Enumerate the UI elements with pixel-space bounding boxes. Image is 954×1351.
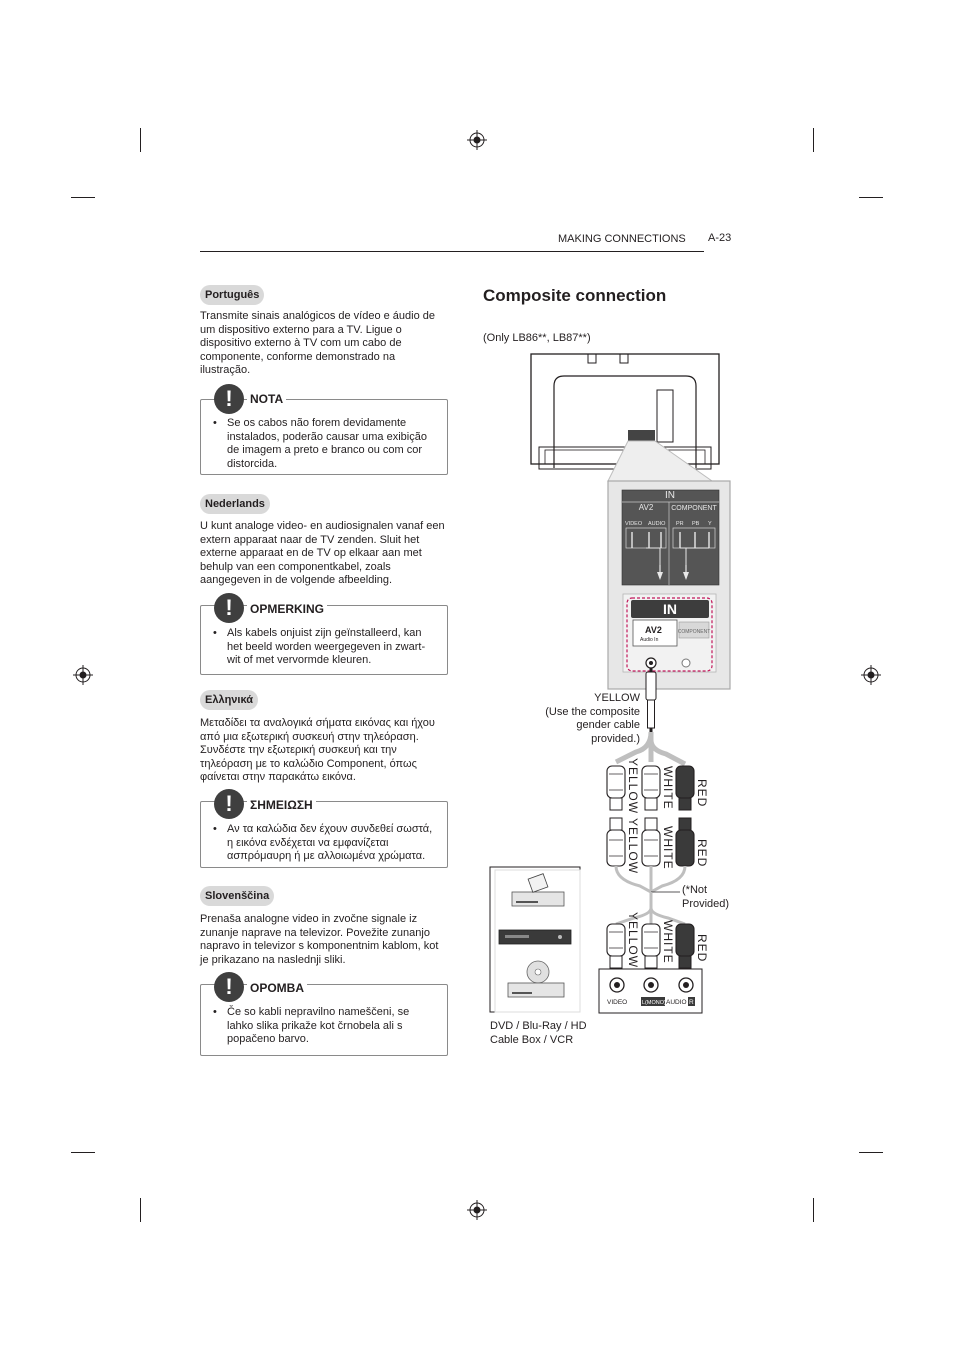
crop-mark [859,197,883,198]
zoom-av2-label: AV2 [645,625,662,635]
panel-pr-label: PR [676,521,684,527]
header-divider [200,251,704,252]
device-audio-label: AUDIO [666,999,687,1006]
vcr-device-icon [511,873,565,907]
connection-diagram: IN AV2 COMPONENT VIDEO AUDIO PR PB Y IN … [489,353,731,1014]
not-provided-line: (*Not [682,884,708,896]
device-caption: DVD / Blu-Ray / HD Cable Box / VCR [490,1020,587,1047]
bullet: • [213,823,217,835]
note-box-greek: ! ΣΗΜΕΙΩΣΗ • Αν τα καλώδια δεν έχουν συν… [200,789,448,868]
zoom-audio-in-label: Audio In [640,637,659,643]
rca-plug-icon [675,817,695,867]
zoom-component-label: COMPONENT [678,629,711,635]
exclamation-icon: ! [214,972,244,1002]
paragraph-slovenian: Prenaša analogne video in zvočne signale… [200,913,439,966]
note-text: Αν τα καλώδια δεν έχουν συνδεθεί σωστά, … [227,823,433,863]
cable-label-yellow: YELLOW [626,758,640,815]
crop-mark [71,1152,95,1153]
registration-mark-icon [861,665,881,685]
note-text: Če so kabli nepravilno nameščeni, se lah… [227,1006,410,1046]
language-tag-slovenian: Slovenščina [200,886,275,906]
rca-plug-icon [675,765,695,811]
cable-label-white: WHITE [661,920,675,964]
panel-audio-label: AUDIO [648,521,666,527]
rca-plug-icon [641,765,661,811]
bluray-device-icon [498,929,572,945]
language-tag-greek: Ελληνικά [200,690,258,710]
exclamation-icon: ! [214,593,244,623]
model-note: (Only LB86**, LB87**) [483,332,591,344]
note-body: • Če so kabli nepravilno nameščeni, se l… [213,1006,435,1047]
yellow-note-line: (Use the composite [545,705,640,718]
page-number: A-23 [708,232,732,244]
rca-plug-icon [641,817,661,867]
registration-mark-icon [467,130,487,150]
header-section-title: MAKING CONNECTIONS [558,233,686,245]
crop-mark [71,197,95,198]
cable-label-red: RED [695,934,709,963]
panel-pb-label: PB [692,521,700,527]
cable-label-red: RED [695,839,709,868]
device-caption-line: Cable Box / VCR [490,1033,574,1046]
device-mono-label: L(MONO) [642,1000,666,1006]
bullet: • [213,627,217,639]
registration-mark-icon [73,665,93,685]
registration-mark-icon [467,1200,487,1220]
rca-plug-icon [641,923,661,969]
exclamation-icon: ! [214,384,244,414]
page-title: Composite connection [483,286,667,305]
rca-plug-icon [606,765,626,811]
device-r-label: R [689,999,694,1006]
panel-y-label: Y [708,521,712,527]
rca-plug-icon [606,817,626,867]
bullet: • [213,1006,217,1018]
note-title: ΣΗΜΕΙΩΣΗ [247,798,316,812]
note-body: • Als kabels onjuist zijn geïnstalleerd,… [213,627,435,668]
note-body: • Se os cabos não forem devidamente inst… [213,417,435,471]
note-body: • Αν τα καλώδια δεν έχουν συνδεθεί σωστά… [213,823,435,864]
language-tag-portuguese: Português [200,285,265,305]
rca-plug-icon [606,923,626,969]
cable-label-red: RED [695,779,709,808]
note-box-slovenian: ! OPOMBA • Če so kabli nepravilno namešč… [200,972,448,1056]
panel-av2-label: AV2 [639,503,654,512]
yellow-note-line: YELLOW [594,692,640,704]
not-provided-note: (*Not Provided) [682,884,729,911]
paragraph-portuguese: Transmite sinais analógicos de vídeo e á… [200,310,436,377]
device-video-label: VIDEO [607,999,627,1006]
panel-video-label: VIDEO [625,521,643,527]
cable-label-white: WHITE [661,826,675,870]
crop-mark [813,128,814,152]
crop-mark [859,1152,883,1153]
dvd-device-icon [507,960,565,998]
panel-in-label: IN [665,490,675,501]
tv-back-illustration [530,353,720,470]
note-text: Als kabels onjuist zijn geïnstalleerd, k… [227,627,426,667]
note-box-portuguese: ! NOTA • Se os cabos não forem devidamen… [200,384,448,475]
bullet: • [213,417,217,429]
paragraph-greek: Μεταδίδει τα αναλογικά σήματα εικόνας κα… [200,717,435,784]
cable-label-yellow: YELLOW [626,912,640,969]
note-text: Se os cabos não forem devidamente instal… [227,417,427,470]
note-title: OPMERKING [247,602,328,616]
yellow-note-line: gender cable [576,719,640,732]
not-provided-line: Provided) [682,897,730,910]
cable-label-white: WHITE [661,766,675,810]
language-tag-dutch: Nederlands [200,494,270,514]
panel-component-label: COMPONENT [671,505,717,512]
yellow-note-line: provided.) [591,732,640,745]
note-title: NOTA [247,392,287,406]
crop-mark [813,1198,814,1222]
exclamation-icon: ! [214,789,244,819]
device-caption-line: DVD / Blu-Ray / HD [490,1020,587,1032]
note-title: OPOMBA [247,981,307,995]
note-box-dutch: ! OPMERKING • Als kabels onjuist zijn ge… [200,593,448,675]
yellow-cable-note: YELLOW (Use the composite gender cable p… [540,692,640,746]
cable-label-yellow: YELLOW [626,818,640,875]
crop-mark [140,128,141,152]
rca-plug-icon [675,923,695,969]
crop-mark [140,1198,141,1222]
paragraph-dutch: U kunt analoge video- en audiosignalen v… [200,520,445,587]
zoom-in-label: IN [663,601,677,617]
